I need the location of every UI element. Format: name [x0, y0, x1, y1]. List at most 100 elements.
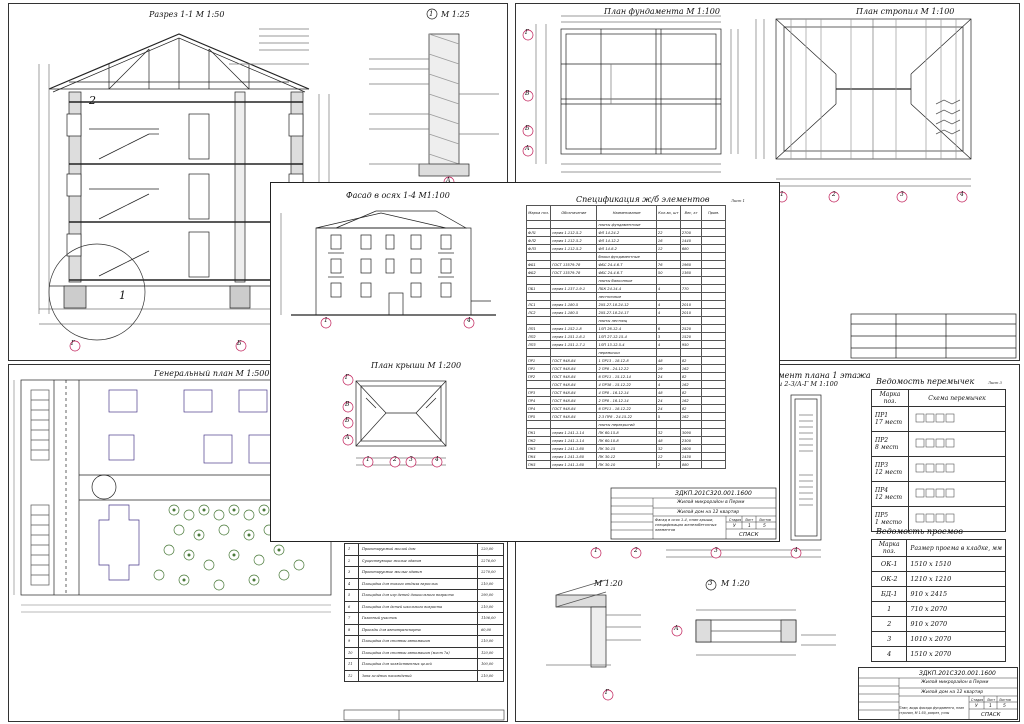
spec-cell: серия 1.180.5: [550, 300, 598, 309]
lintels-header-scheme: Схема перемычек: [908, 389, 1006, 407]
floorplan-axis-2: 2: [634, 547, 638, 554]
lintel-row: ПР5 1 место: [871, 506, 1006, 532]
spec-cell: ЛС2: [525, 308, 552, 317]
spec-cell: [701, 372, 726, 381]
lintel-row: ПР1 17 мест: [871, 406, 1006, 432]
spec-cell: 880: [679, 460, 703, 469]
node1-title: М 1:25: [441, 10, 470, 19]
spec-cell: 1ЛП 27.12.15-4: [596, 332, 657, 341]
spec-cell: ФЛ 14.24-2: [596, 228, 657, 237]
spec-cell: 2700: [679, 228, 703, 237]
node3-axis-a: А: [674, 625, 679, 632]
spec-cell: ПК2: [525, 436, 552, 445]
spec-cell: [655, 316, 681, 325]
node3-axis-g: Г: [605, 689, 609, 696]
opening-size: 1510 х 1510: [906, 556, 1006, 572]
opening-mark: 3: [870, 631, 908, 647]
facade-drawing: [280, 210, 777, 540]
opening-mark: ОК-2: [870, 571, 908, 587]
spec-cell: 2010: [679, 300, 703, 309]
stamp-right-project: Жилой микрорайон в Перми: [921, 680, 989, 685]
spec-cell: [655, 348, 681, 357]
spec-row: блоки фундаментные: [525, 252, 726, 261]
floorplan-title: мент плана 1 этажа: [778, 371, 871, 380]
spec-header-weight: Вес, кг: [679, 205, 703, 221]
foundation-axis-b: Б: [525, 125, 530, 132]
roofplan-axis-1: 1: [366, 456, 370, 463]
spec-cell: ПР4: [525, 404, 552, 413]
spec-cell: 12: [655, 244, 681, 253]
node1-number: 1: [429, 10, 434, 18]
spec-cell: ПК 30-12: [596, 452, 657, 461]
spec-cell: [701, 284, 726, 293]
section-axis-g: Г: [71, 340, 75, 347]
spec-cell: 162: [679, 412, 703, 421]
spec-cell: 6 ПР11 - 18.12.22: [596, 404, 657, 413]
spec-header-mark: Марка поз.: [525, 205, 552, 221]
spec-cell: 1ЛП 26.12-4: [596, 324, 657, 333]
spec-cell: серия 1.112-5.2: [550, 236, 598, 245]
spec-cell: 22: [655, 228, 681, 237]
stamp-right-building: Жилой дом на 12 квартир: [921, 690, 984, 695]
spec-cell: [701, 444, 726, 453]
lintel-row: ПР2 8 мест: [871, 431, 1006, 457]
stamp-right-sheets-label: Листов: [999, 698, 1011, 702]
spec-cell: 5: [655, 412, 681, 421]
facade-axis-4: 4: [467, 317, 471, 324]
roofplan-axis-g: Г: [345, 374, 349, 381]
spec-cell: [525, 292, 552, 301]
spec-cell: 2520: [679, 324, 703, 333]
spec-cell: 2010: [679, 308, 703, 317]
stamp-center-sheets-label: Листов: [759, 518, 771, 522]
spec-cell: [655, 276, 681, 285]
spec-cell: ГОСТ 13579-78: [550, 268, 598, 277]
floorplan-drawing: [546, 394, 836, 701]
spec-cell: ПР3: [525, 388, 552, 397]
node3-number: 3: [708, 579, 713, 587]
spec-cell: 1360: [679, 268, 703, 277]
spec-cell: 32: [655, 428, 681, 437]
rafters-axis-4: 4: [960, 191, 964, 198]
genplan-sheet: Генеральный план М 1:500: [8, 364, 508, 722]
spec-cell: ПК5: [525, 460, 552, 469]
explication-cell: 5: [344, 589, 359, 602]
explication-cell: 210,00: [477, 600, 504, 613]
spec-cell: 4: [655, 340, 681, 349]
spec-cell: серия 1.141-1.60: [550, 452, 598, 461]
spec-cell: ПК 30-10: [596, 460, 657, 469]
spec-cell: [701, 436, 726, 445]
floorplan-axis-4: 4: [794, 547, 798, 554]
lintel-mark: ПР4 12 мест: [871, 481, 909, 507]
spec-cell: серия 1.137.1-9.1: [550, 284, 598, 293]
spec-cell: [525, 420, 552, 429]
explication-cell: Площадка для детей школьного возраста: [357, 600, 479, 613]
spec-cell: 1440: [679, 236, 703, 245]
spec-cell: [655, 252, 681, 261]
explication-cell: Площадка для тихого отдыха взрослых: [357, 577, 479, 590]
explication-cell: 2: [344, 554, 359, 567]
lintel-scheme: [908, 481, 1006, 507]
spec-cell: ГОСТ 948-84: [550, 396, 598, 405]
genplan-drawing: [13, 379, 505, 721]
spec-cell: лестничные: [596, 292, 657, 301]
explication-cell: 210,00: [477, 635, 504, 648]
stamp-right-sheet-label: Лист: [987, 698, 996, 702]
spec-cell: 50: [655, 268, 681, 277]
spec-cell: серия 1.112-5.2: [550, 228, 598, 237]
spec-cell: [701, 220, 726, 229]
explication-cell: 120,00: [477, 646, 504, 659]
spec-cell: [655, 420, 681, 429]
spec-cell: 4: [655, 308, 681, 317]
spec-cell: [701, 460, 726, 469]
node1-drawing: [369, 8, 499, 188]
lintel-scheme-icon: [915, 488, 955, 498]
spec-cell: ПР1: [525, 364, 552, 373]
spec-row: плиты фундаментные: [525, 220, 726, 229]
spec-cell: ГОСТ 948-84: [550, 356, 598, 365]
